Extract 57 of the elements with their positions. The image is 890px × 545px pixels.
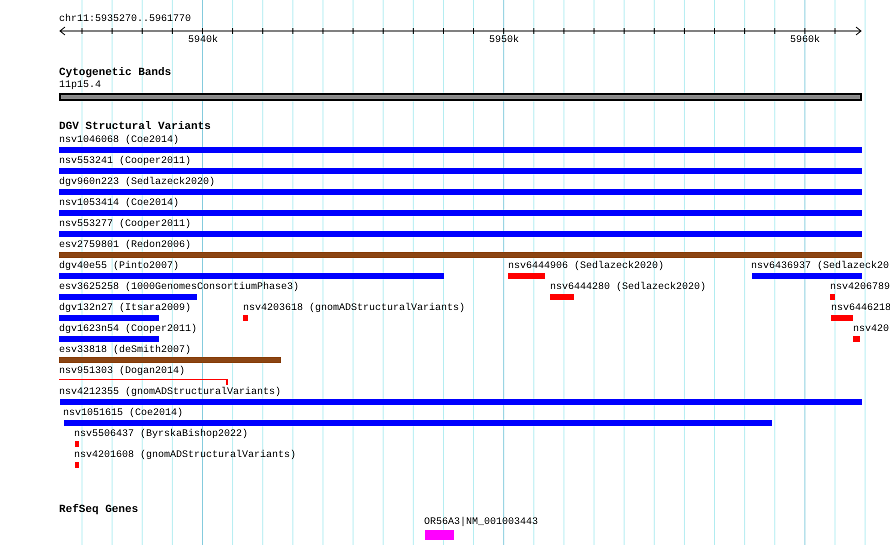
variant-bar [59,231,862,237]
variant-bar [75,462,79,468]
variant-bar [59,294,197,300]
feature-label: nsv1053414 (Coe2014) [59,198,180,210]
gene-label: OR56A3|NM_001003443 [424,517,538,529]
feature-label: dgv1623n54 (Cooper2011) [59,324,198,336]
cytoband-bar [59,93,862,101]
variant-bar [59,210,862,216]
feature-label: esv33818 (deSmith2007) [59,345,192,357]
feature-label: nsv1046068 (Coe2014) [59,135,180,147]
coordinate-range: chr11:5935270..5961770 [59,14,192,26]
feature-label: dgv132n27 (Itsara2009) [59,303,192,315]
variant-bar [830,294,835,300]
variant-bar [853,336,860,342]
variant-bar [59,147,862,153]
variant-bar [59,357,281,363]
variant-bar [75,441,79,447]
feature-label: nsv4201608 (gnomADStructuralVariants) [74,450,296,462]
axis-tick-label: 5950k [489,35,520,47]
feature-label: nsv4206789 [830,282,890,294]
feature-label: dgv40e55 (Pinto2007) [59,261,180,273]
feature-label: nsv5506437 (ByrskaBishop2022) [74,429,248,441]
variant-bar [59,315,159,321]
feature-label: nsv951303 (Dogan2014) [59,366,186,378]
feature-label: nsv553241 (Cooper2011) [59,156,192,168]
band-label: 11p15.4 [59,80,102,92]
variant-bar [59,252,862,258]
feature-label: dgv960n223 (Sedlazeck2020) [59,177,216,189]
feature-label: nsv6446218 [831,303,890,315]
variant-line [59,379,228,385]
feature-label: nsv4212355 (gnomADStructuralVariants) [59,387,282,399]
gene-bar [425,530,454,540]
variant-bar [508,273,545,279]
feature-label: nsv1051615 (Coe2014) [63,408,184,420]
feature-label: nsv4203618 (gnomADStructuralVariants) [243,303,466,315]
axis-tick-label: 5960k [790,35,820,47]
track-title: DGV Structural Variants [59,121,211,133]
variant-bar [831,315,853,321]
variant-bar [550,294,574,300]
axis-tick-label: 5940k [188,35,218,47]
track-title: Cytogenetic Bands [59,67,172,79]
feature-label: esv3625258 (1000GenomesConsortiumPhase3) [59,282,300,294]
feature-label: esv2759801 (Redon2006) [59,240,192,252]
variant-bar [59,189,862,195]
feature-label: nsv6444906 (Sedlazeck2020) [508,261,664,273]
variant-bar [752,273,862,279]
variant-bar [59,336,159,342]
variant-bar [243,315,248,321]
variant-bar [59,168,862,174]
variant-bar [64,420,772,426]
variant-bar [59,273,444,279]
feature-label: nsv420 [853,324,890,336]
variant-bar [60,399,862,405]
feature-label: nsv6436937 (Sedlazeck20 [751,261,890,273]
feature-label: nsv553277 (Cooper2011) [59,219,192,231]
feature-label: nsv6444280 (Sedlazeck2020) [550,282,706,294]
track-title: RefSeq Genes [59,504,138,516]
